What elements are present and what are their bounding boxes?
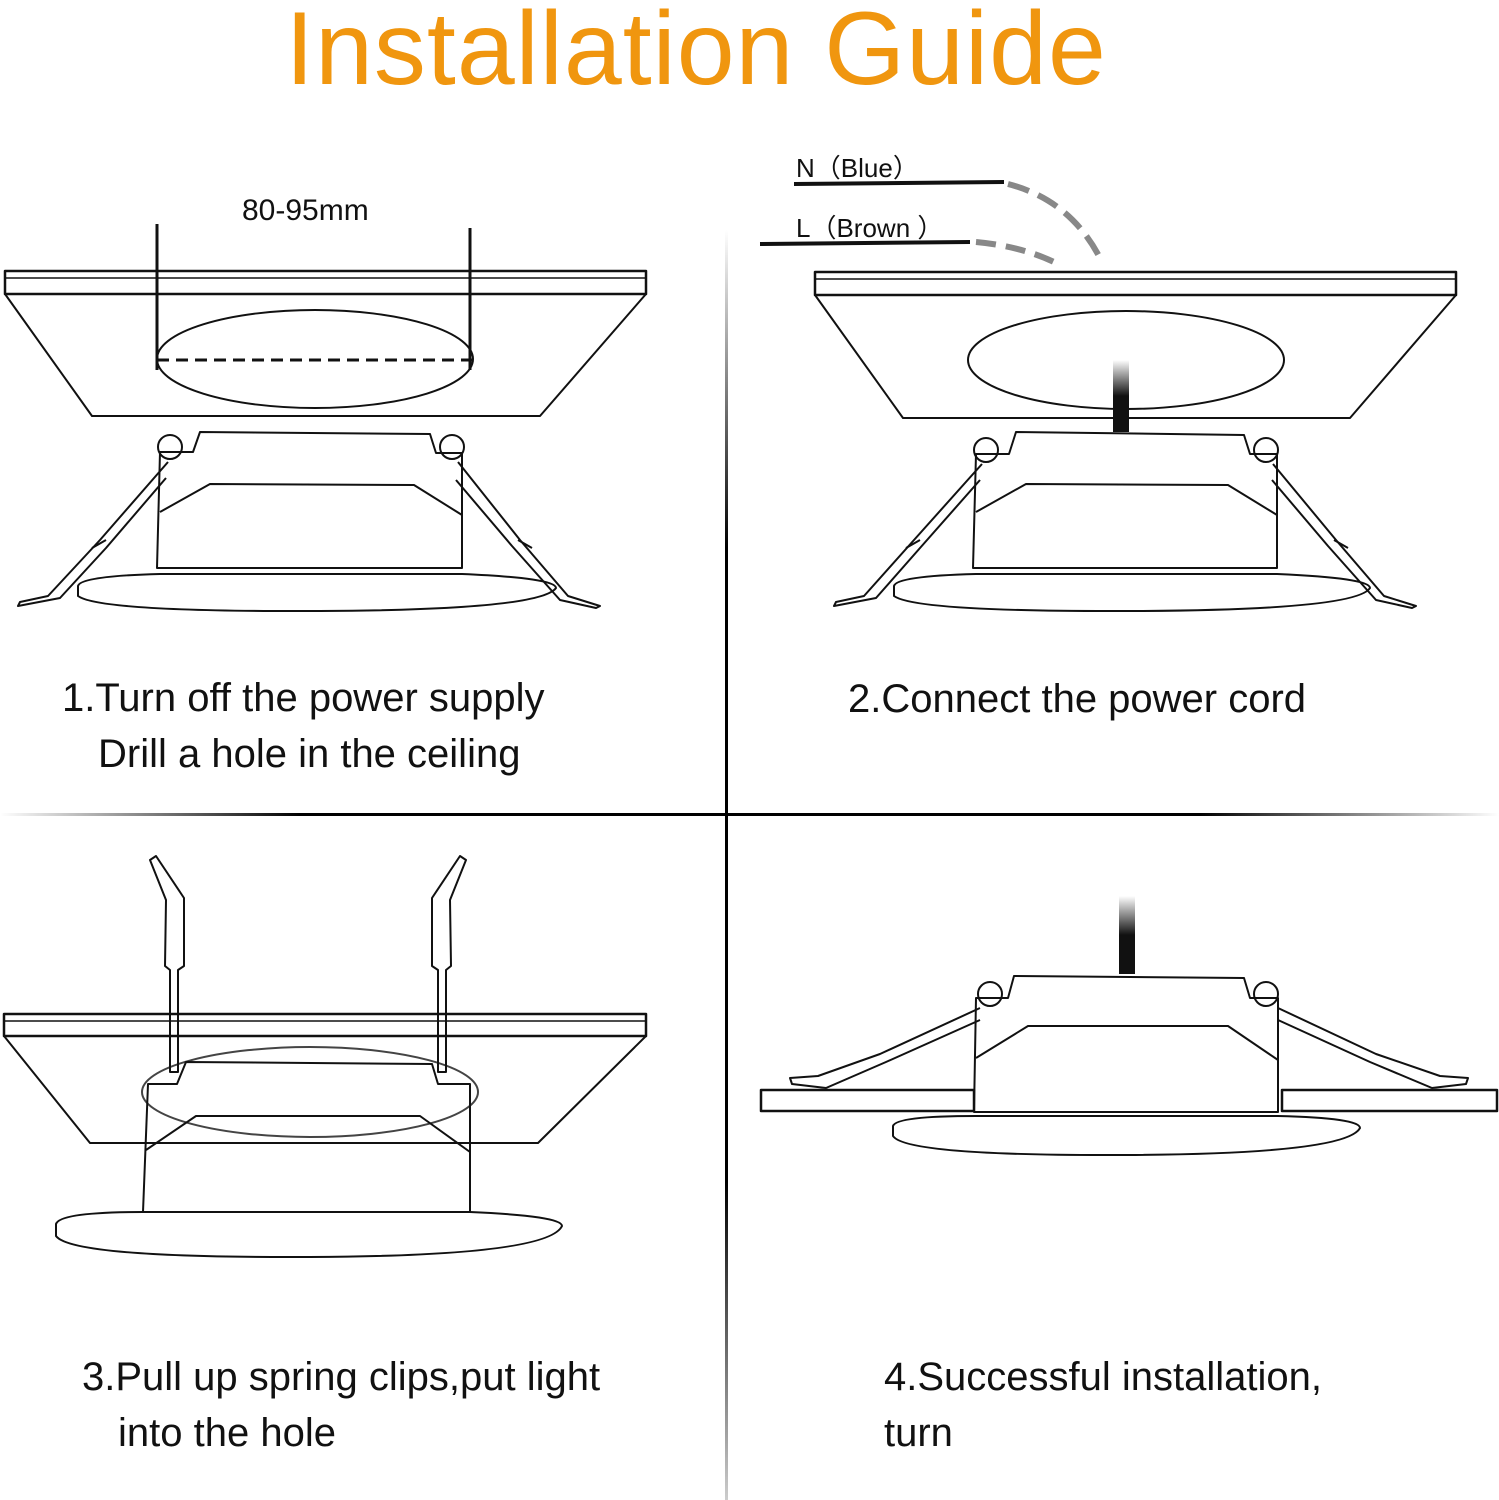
step3-caption-line1: 3.Pull up spring clips,put light bbox=[82, 1355, 601, 1399]
hole-dimension-label: 80-95mm bbox=[242, 194, 369, 227]
step1-illustration bbox=[3, 224, 648, 613]
step4-illustration bbox=[759, 896, 1499, 1157]
wire-l bbox=[759, 240, 971, 246]
downlight-fixture bbox=[55, 1061, 563, 1259]
ceiling-hole bbox=[141, 1046, 479, 1138]
ceiling-left bbox=[759, 1088, 976, 1113]
spring-clip-left bbox=[149, 855, 185, 1073]
step4-caption-line1: 4.Successful installation, bbox=[884, 1355, 1323, 1399]
power-cord bbox=[1113, 360, 1129, 432]
step1-caption-line2: Drill a hole in the ceiling bbox=[98, 732, 521, 776]
wire-n-dashed bbox=[1007, 181, 1103, 260]
step1-caption-line1: 1.Turn off the power supply bbox=[62, 676, 545, 720]
wire-n-label: N（Blue） bbox=[796, 153, 919, 183]
step3-caption-line2: into the hole bbox=[118, 1411, 336, 1455]
step2-illustration bbox=[759, 180, 1458, 613]
wire-l-dashed bbox=[975, 239, 1056, 265]
spring-clip-right bbox=[431, 855, 467, 1073]
ceiling-board bbox=[3, 269, 648, 296]
downlight-fixture bbox=[833, 431, 1417, 613]
page-title: Installation Guide bbox=[285, 0, 1107, 107]
ceiling-panel bbox=[4, 293, 647, 417]
power-cord bbox=[1119, 896, 1135, 974]
horizontal-divider bbox=[0, 813, 1499, 816]
wire-l-label: L（Brown ） bbox=[796, 213, 944, 243]
ceiling-right bbox=[1280, 1088, 1499, 1113]
ceiling-panel bbox=[814, 294, 1457, 419]
ceiling-panel bbox=[3, 1035, 647, 1144]
vertical-divider bbox=[725, 230, 728, 1500]
step3-illustration bbox=[2, 855, 648, 1259]
step4-caption-line2: turn bbox=[884, 1411, 953, 1455]
downlight-fixture bbox=[17, 431, 601, 613]
step2-caption-line1: 2.Connect the power cord bbox=[848, 677, 1307, 721]
downlight-fixture bbox=[789, 975, 1469, 1157]
wire-n bbox=[793, 180, 1005, 186]
